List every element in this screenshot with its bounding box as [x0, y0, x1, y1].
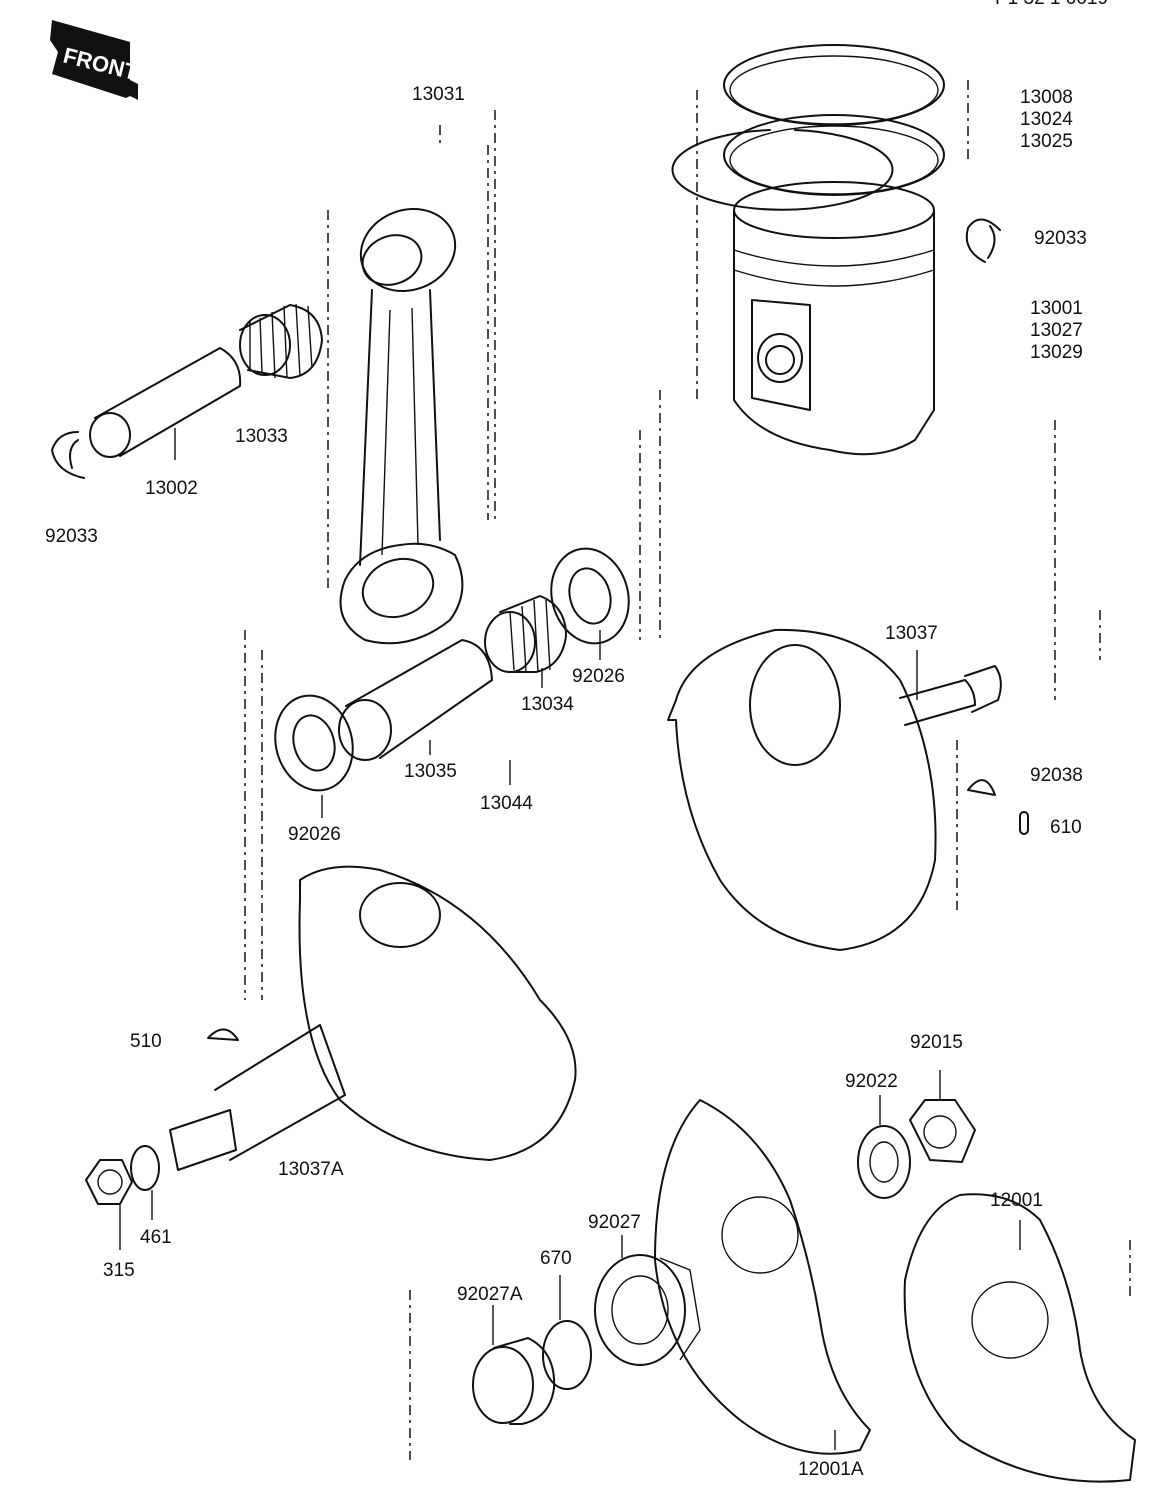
woodruff-key-510	[207, 1028, 239, 1041]
label-461: 461	[140, 1227, 172, 1248]
label-13033: 13033	[235, 426, 288, 447]
label-12001A: 12001A	[798, 1459, 864, 1480]
label-315: 315	[103, 1260, 135, 1281]
label-13037: 13037	[885, 623, 938, 644]
piston-rings-13008	[671, 44, 945, 211]
label-13035: 13035	[404, 761, 457, 782]
label-92026-right: 92026	[572, 666, 625, 687]
label-13037A: 13037A	[278, 1159, 344, 1180]
label-92026-left: 92026	[288, 824, 341, 845]
callout-leaders	[119, 428, 1021, 1450]
label-12001: 12001	[990, 1190, 1043, 1211]
label-13008: 13008	[1020, 87, 1073, 108]
part-number-labels: 13031 13008 13024 13025 92033 13001 1302…	[45, 84, 1087, 1480]
label-92022: 92022	[845, 1071, 898, 1092]
needle-bearing-13034	[484, 595, 567, 673]
nut-315	[85, 1159, 133, 1205]
label-13029: 13029	[1030, 342, 1083, 363]
label-92033-right: 92033	[1034, 228, 1087, 249]
thrust-washer-92026-right	[550, 547, 630, 645]
label-13027: 13027	[1030, 320, 1083, 341]
label-610: 610	[1050, 817, 1082, 838]
collar-92027A	[472, 1337, 556, 1425]
front-direction-arrow: FRONT	[50, 20, 141, 100]
label-510: 510	[130, 1031, 162, 1052]
woodruff-key-92038	[967, 779, 996, 796]
pin-610	[1019, 811, 1029, 835]
nut-92015	[909, 1099, 976, 1163]
circlip-92033-left	[51, 431, 85, 479]
balance-plate-12001A	[654, 1099, 871, 1455]
circlip-92033-right	[965, 218, 1001, 263]
label-92015: 92015	[910, 1032, 963, 1053]
washer-92022	[857, 1125, 911, 1199]
label-92038: 92038	[1030, 765, 1083, 786]
label-13001: 13001	[1030, 298, 1083, 319]
label-670: 670	[540, 1248, 572, 1269]
balance-plate-12001	[903, 1193, 1136, 1483]
label-13044: 13044	[480, 793, 533, 814]
assembly-axis-lines	[244, 80, 1131, 1460]
washer-461	[130, 1145, 160, 1191]
connecting-rod-13031	[339, 207, 464, 645]
label-92027A: 92027A	[457, 1284, 523, 1305]
crank-pin-13035	[338, 639, 493, 761]
label-92033-left: 92033	[45, 526, 98, 547]
label-13025: 13025	[1020, 131, 1073, 152]
needle-bearing-13033	[239, 303, 323, 379]
crankshaft-half-13037	[667, 628, 1002, 951]
gear-92027	[594, 1254, 701, 1366]
label-13024: 13024	[1020, 109, 1073, 130]
thrust-washer-92026-left	[274, 694, 354, 792]
label-13031: 13031	[412, 84, 465, 105]
label-13002: 13002	[145, 478, 198, 499]
label-92027: 92027	[588, 1212, 641, 1233]
label-13034: 13034	[521, 694, 574, 715]
piston-13001	[733, 181, 935, 456]
crankshaft-half-13037A	[169, 865, 577, 1171]
piston-pin-13002	[89, 347, 242, 458]
o-ring-670	[542, 1320, 592, 1390]
